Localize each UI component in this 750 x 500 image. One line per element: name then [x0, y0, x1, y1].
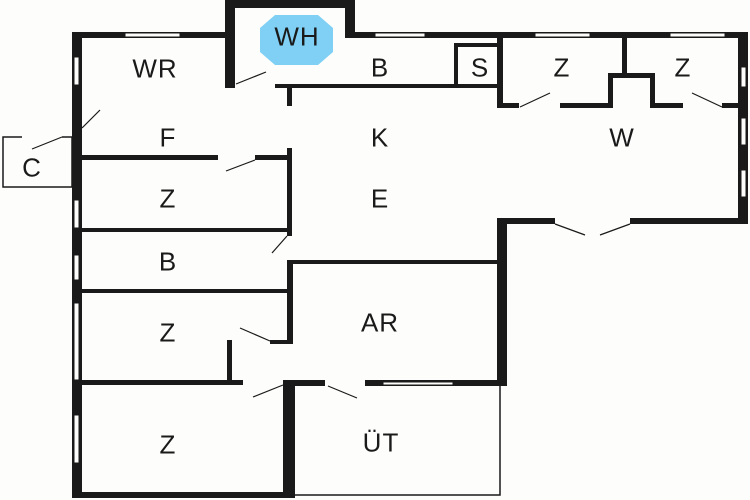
- room-label-b-top: B: [370, 52, 390, 83]
- room-label-wr: WR: [132, 53, 178, 84]
- room-label-b-left: B: [158, 246, 178, 277]
- windows: [73, 32, 747, 464]
- room-label-e: E: [370, 183, 390, 214]
- room-label-z-left-1: Z: [159, 183, 177, 214]
- room-label-s: S: [470, 52, 490, 83]
- room-label-c: C: [22, 152, 42, 183]
- wh-highlight-marker: [260, 15, 333, 65]
- c-door-gap: [22, 135, 62, 139]
- door-swings: [31, 71, 723, 399]
- room-label-f: F: [159, 122, 177, 153]
- room-label-ut: ÜT: [362, 427, 400, 458]
- room-label-z-left-2: Z: [159, 317, 177, 348]
- room-label-ar: AR: [360, 307, 400, 338]
- room-label-z-top-2: Z: [674, 52, 692, 83]
- room-label-w: W: [609, 122, 635, 153]
- room-label-wh: WH: [274, 21, 320, 52]
- room-label-k: K: [370, 122, 390, 153]
- room-label-z-top-1: Z: [553, 52, 571, 83]
- room-label-z-bottom: Z: [159, 429, 177, 460]
